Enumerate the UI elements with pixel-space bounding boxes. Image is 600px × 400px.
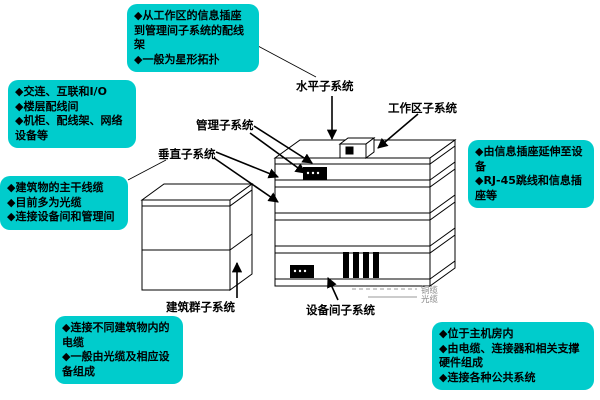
callout-line: ◆连接设备间和管理间 xyxy=(7,210,115,224)
callout-line: ◆一般为星形拓扑 xyxy=(134,52,220,66)
callout-vertical-subsystem: ◆建筑物的主干线缆 ◆目前多为光缆 ◆连接设备间和管理间 xyxy=(0,176,128,230)
label-campus-subsystem: 建筑群子系统 xyxy=(166,300,235,314)
callout-line: ◆机柜、配线架、网络设备等 xyxy=(15,114,123,142)
legend-copper-label: 铜缆 xyxy=(421,286,439,296)
arrow-management-subsystem-2 xyxy=(249,132,306,174)
small-building xyxy=(140,183,254,291)
arrow-equipment-subsystem xyxy=(327,277,339,301)
callout-campus-subsystem: ◆连接不同建筑物内的电缆 ◆一般由光缆及相应设备组成 xyxy=(55,316,183,385)
callout-equipment-subsystem: ◆位于主机房内 ◆由电缆、连接器和相关支撑硬件组成 ◆连接各种公共系统 xyxy=(432,322,594,391)
label-management-subsystem: 管理子系统 xyxy=(196,118,254,132)
callout-line: ◆连接不同建筑物内的电缆 xyxy=(62,321,170,349)
callout-line: ◆RJ-45跳线和信息插座等 xyxy=(475,174,582,202)
callout-line: ◆一般由光缆及相应设备组成 xyxy=(62,350,170,378)
arrow-workarea-subsystem xyxy=(377,113,419,149)
arrow-vertical-subsystem-1 xyxy=(215,151,279,179)
callout-line: ◆楼层配线间 xyxy=(15,99,79,113)
rack-bar-icon xyxy=(353,252,359,278)
callout-line: ◆目前多为光缆 xyxy=(7,195,82,209)
callout-management-subsystem: ◆交连、互联和I/O ◆楼层配线间 ◆机柜、配线架、网络设备等 xyxy=(8,80,136,149)
rooftop-room xyxy=(338,137,376,159)
callout-workarea-subsystem: ◆由信息插座延伸至设备 ◆RJ-45跳线和信息插座等 xyxy=(468,140,594,209)
equipment-devices xyxy=(290,167,379,278)
callout-line: ◆建筑物的主干线缆 xyxy=(7,181,104,194)
callout-horizontal-subsystem: ◆从工作区的信息插座到管理间子系统的配线架 ◆一般为星形拓扑 xyxy=(127,4,259,73)
callout-line: ◆连接各种公共系统 xyxy=(439,370,536,384)
rack-bar-icon xyxy=(373,252,379,278)
callout-line: ◆由信息插座延伸至设备 xyxy=(475,145,583,173)
callout-line: ◆从工作区的信息插座到管理间子系统的配线架 xyxy=(134,9,244,52)
label-equipment-subsystem: 设备间子系统 xyxy=(306,303,375,317)
legend-fiber-label: 光缆 xyxy=(421,295,439,305)
rack-bar-icon xyxy=(363,252,369,278)
label-vertical-subsystem: 垂直子系统 xyxy=(158,147,216,161)
callout-line: ◆位于主机房内 xyxy=(439,327,514,340)
patch-panel-icon xyxy=(303,167,327,180)
callout-line: ◆交连、互联和I/O xyxy=(15,85,107,98)
label-workarea-subsystem: 工作区子系统 xyxy=(388,101,457,115)
callout-line: ◆由电缆、连接器和相关支撑硬件组成 xyxy=(439,341,580,370)
label-horizontal-subsystem: 水平子系统 xyxy=(296,79,354,93)
arrow-vertical-subsystem-2 xyxy=(213,157,279,203)
rack-bar-icon xyxy=(343,252,349,278)
pointer-arrows xyxy=(213,96,419,301)
arrow-management-subsystem-1 xyxy=(253,125,313,164)
main-building xyxy=(273,137,457,287)
callout-connectors xyxy=(127,45,317,181)
equipment-room-device-icon xyxy=(290,265,314,278)
legend-lines xyxy=(352,288,417,298)
